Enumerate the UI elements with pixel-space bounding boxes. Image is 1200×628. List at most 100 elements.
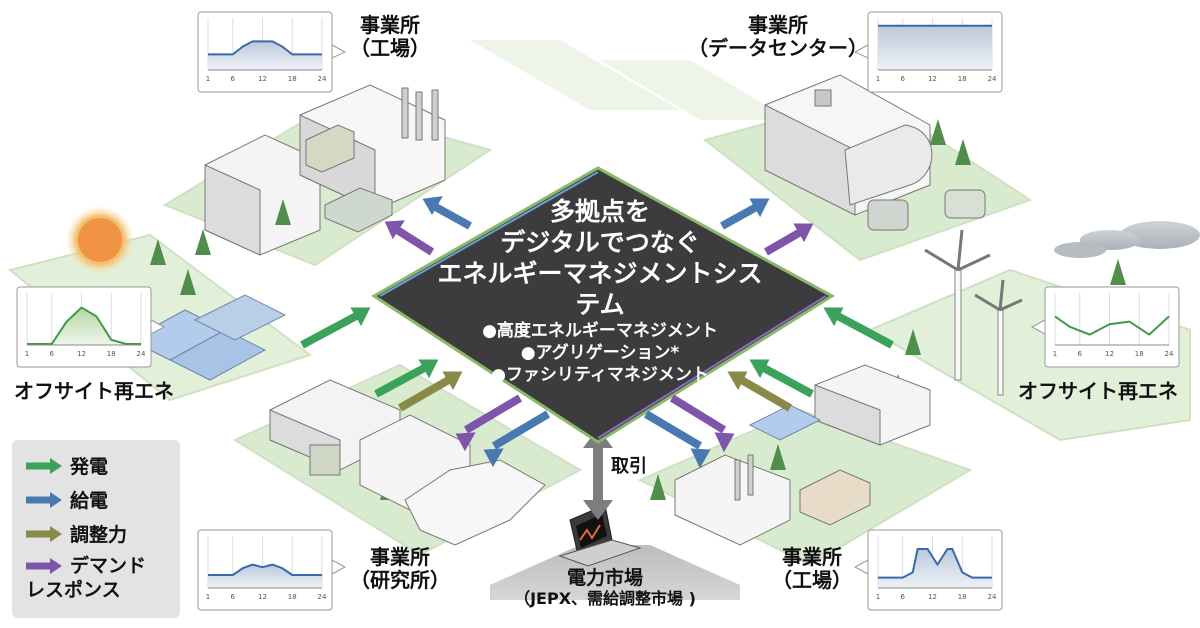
offsite-right-profile-line — [1054, 315, 1170, 336]
chart-tick-label: 6 — [1078, 350, 1083, 358]
legend-label-supply: 給電 — [70, 490, 109, 512]
factory-top-profile-line — [208, 40, 322, 56]
label-factory-bottom: 事業所 （工場） — [772, 546, 852, 592]
chart-tick-label: 12 — [77, 350, 86, 358]
chart-tick-label: 24 — [318, 593, 327, 601]
arrow-supply-factory-bottom — [643, 410, 703, 450]
label-factory-top-line2: （工場） — [350, 36, 430, 60]
chart-tick-label: 18 — [107, 350, 116, 358]
chart-tick-label: 18 — [958, 75, 967, 83]
center-bullet-1: ●高度エネルギーマネジメント — [482, 321, 718, 341]
center-title-line-3: エネルギーマネジメントシステム — [437, 259, 763, 319]
legend-label-adjustment: 調整力 — [70, 524, 128, 546]
center-title-line-2: デジタルでつなぐ — [500, 228, 700, 257]
center-title-line-1: 多拠点を — [549, 197, 650, 226]
chart-tick-label: 6 — [901, 75, 906, 83]
market-platform — [490, 545, 740, 600]
center-bullet-2: ●アグリゲーション* — [520, 343, 680, 363]
chart-tick-label: 6 — [901, 593, 906, 601]
legend-label-generation: 発電 — [70, 456, 109, 478]
arrow-dr-factory-top — [391, 224, 435, 256]
chart-tick-label: 24 — [137, 350, 146, 358]
chart-tick-label: 1 — [206, 75, 210, 83]
chart-tick-label: 1 — [876, 593, 880, 601]
flow-arrows — [300, 196, 894, 469]
central-ems-text: 多拠点を デジタルでつなぐ エネルギーマネジメントシステム ●高度エネルギーマネ… — [435, 196, 765, 386]
offsite-left-profile-area — [27, 307, 141, 345]
trade-label: 取引 — [611, 456, 647, 477]
legend-label-demand-response-line1: デマンド — [70, 555, 147, 577]
arrow-dr-datacenter — [763, 226, 807, 256]
factory-top-profile-area — [208, 41, 322, 70]
chart-tick-label: 24 — [988, 75, 997, 83]
chart-tick-label: 24 — [988, 593, 997, 601]
legend-arrow-adjustment-icon — [26, 525, 62, 542]
label-market-line1: 電力市場 — [566, 567, 643, 589]
chart-tick-label: 18 — [958, 593, 967, 601]
chart-tick-label: 24 — [318, 75, 327, 83]
arrow-dr-factory-bottom — [669, 394, 727, 434]
arrow-supply-factory-top — [430, 201, 472, 230]
arrow-supply-datacenter — [720, 201, 762, 230]
central-ems-diamond — [371, 166, 835, 444]
label-factory-bottom-line1: 事業所 — [782, 545, 842, 569]
label-market-line2: （JEPX、需給調整市場 ) — [514, 588, 696, 608]
chart-tick-label: 18 — [288, 75, 297, 83]
chart-tick-label: 12 — [258, 75, 267, 83]
datacenter-buildings — [764, 74, 986, 231]
center-bullet-3: ●ファシリティマネジメント — [491, 365, 709, 385]
factory-bottom-profile-area — [878, 549, 992, 588]
legend-arrow-generation-icon — [26, 457, 62, 474]
legend-item-generation: 発電 — [24, 452, 108, 479]
sun-icon — [66, 206, 134, 274]
label-datacenter-line2: （データセンター） — [688, 36, 868, 60]
label-factory-bottom-line2: （工場） — [772, 568, 852, 592]
legend-arrow-demand-response-icon — [26, 558, 62, 574]
arrow-gen-research — [374, 362, 430, 398]
chart-tick-label: 18 — [288, 593, 297, 601]
background-stripes — [470, 40, 790, 120]
datacenter-profile-area — [878, 25, 992, 70]
chart-tick-label: 1 — [1053, 350, 1057, 358]
arrow-gen-factory-bottom — [758, 362, 814, 398]
offsite-left-profile-line — [27, 306, 141, 345]
arrow-gen-offsite-right — [832, 310, 894, 349]
legend-label-demand-response: デマンド レスポンス — [26, 554, 147, 602]
label-offsite-right: オフサイト再エネ — [1018, 380, 1178, 403]
legend: 発電 給電 調整力 デマンド レスポンス — [12, 440, 180, 618]
label-offsite-left: オフサイト再エネ — [14, 380, 174, 403]
arrow-adj-factory-bottom — [736, 374, 792, 412]
chart-tick-label: 6 — [231, 593, 236, 601]
cloud-icon — [1054, 221, 1200, 258]
chart-tick-label: 24 — [1165, 350, 1174, 358]
label-datacenter-line1: 事業所 — [748, 13, 808, 37]
callout-factory-top: 1 6 12 18 24 — [197, 11, 347, 93]
callout-factory-bottom: 1 6 12 18 24 — [853, 529, 1003, 611]
legend-label-demand-response-line2: レスポンス — [26, 579, 121, 601]
wind-turbines — [924, 229, 1023, 396]
arrow-dr-research — [463, 394, 523, 434]
label-offsite-left-text: オフサイト再エネ — [14, 379, 174, 403]
label-factory-top: 事業所 （工場） — [350, 14, 430, 60]
chart-tick-label: 6 — [231, 75, 236, 83]
chart-tick-label: 12 — [928, 593, 937, 601]
legend-item-supply: 給電 — [24, 486, 108, 513]
chart-tick-label: 1 — [25, 350, 29, 358]
label-market: 電力市場 （JEPX、需給調整市場 ) — [480, 567, 730, 608]
chart-tick-label: 18 — [1135, 350, 1144, 358]
label-research-line1: 事業所 — [370, 545, 430, 569]
label-datacenter: 事業所 （データセンター） — [688, 14, 868, 60]
label-factory-top-line1: 事業所 — [360, 13, 420, 37]
label-research-line2: （研究所） — [350, 568, 450, 592]
research-buildings — [269, 379, 546, 546]
chart-tick-label: 12 — [928, 75, 937, 83]
legend-item-adjustment: 調整力 — [24, 520, 127, 547]
solar-panels-left — [128, 294, 287, 381]
